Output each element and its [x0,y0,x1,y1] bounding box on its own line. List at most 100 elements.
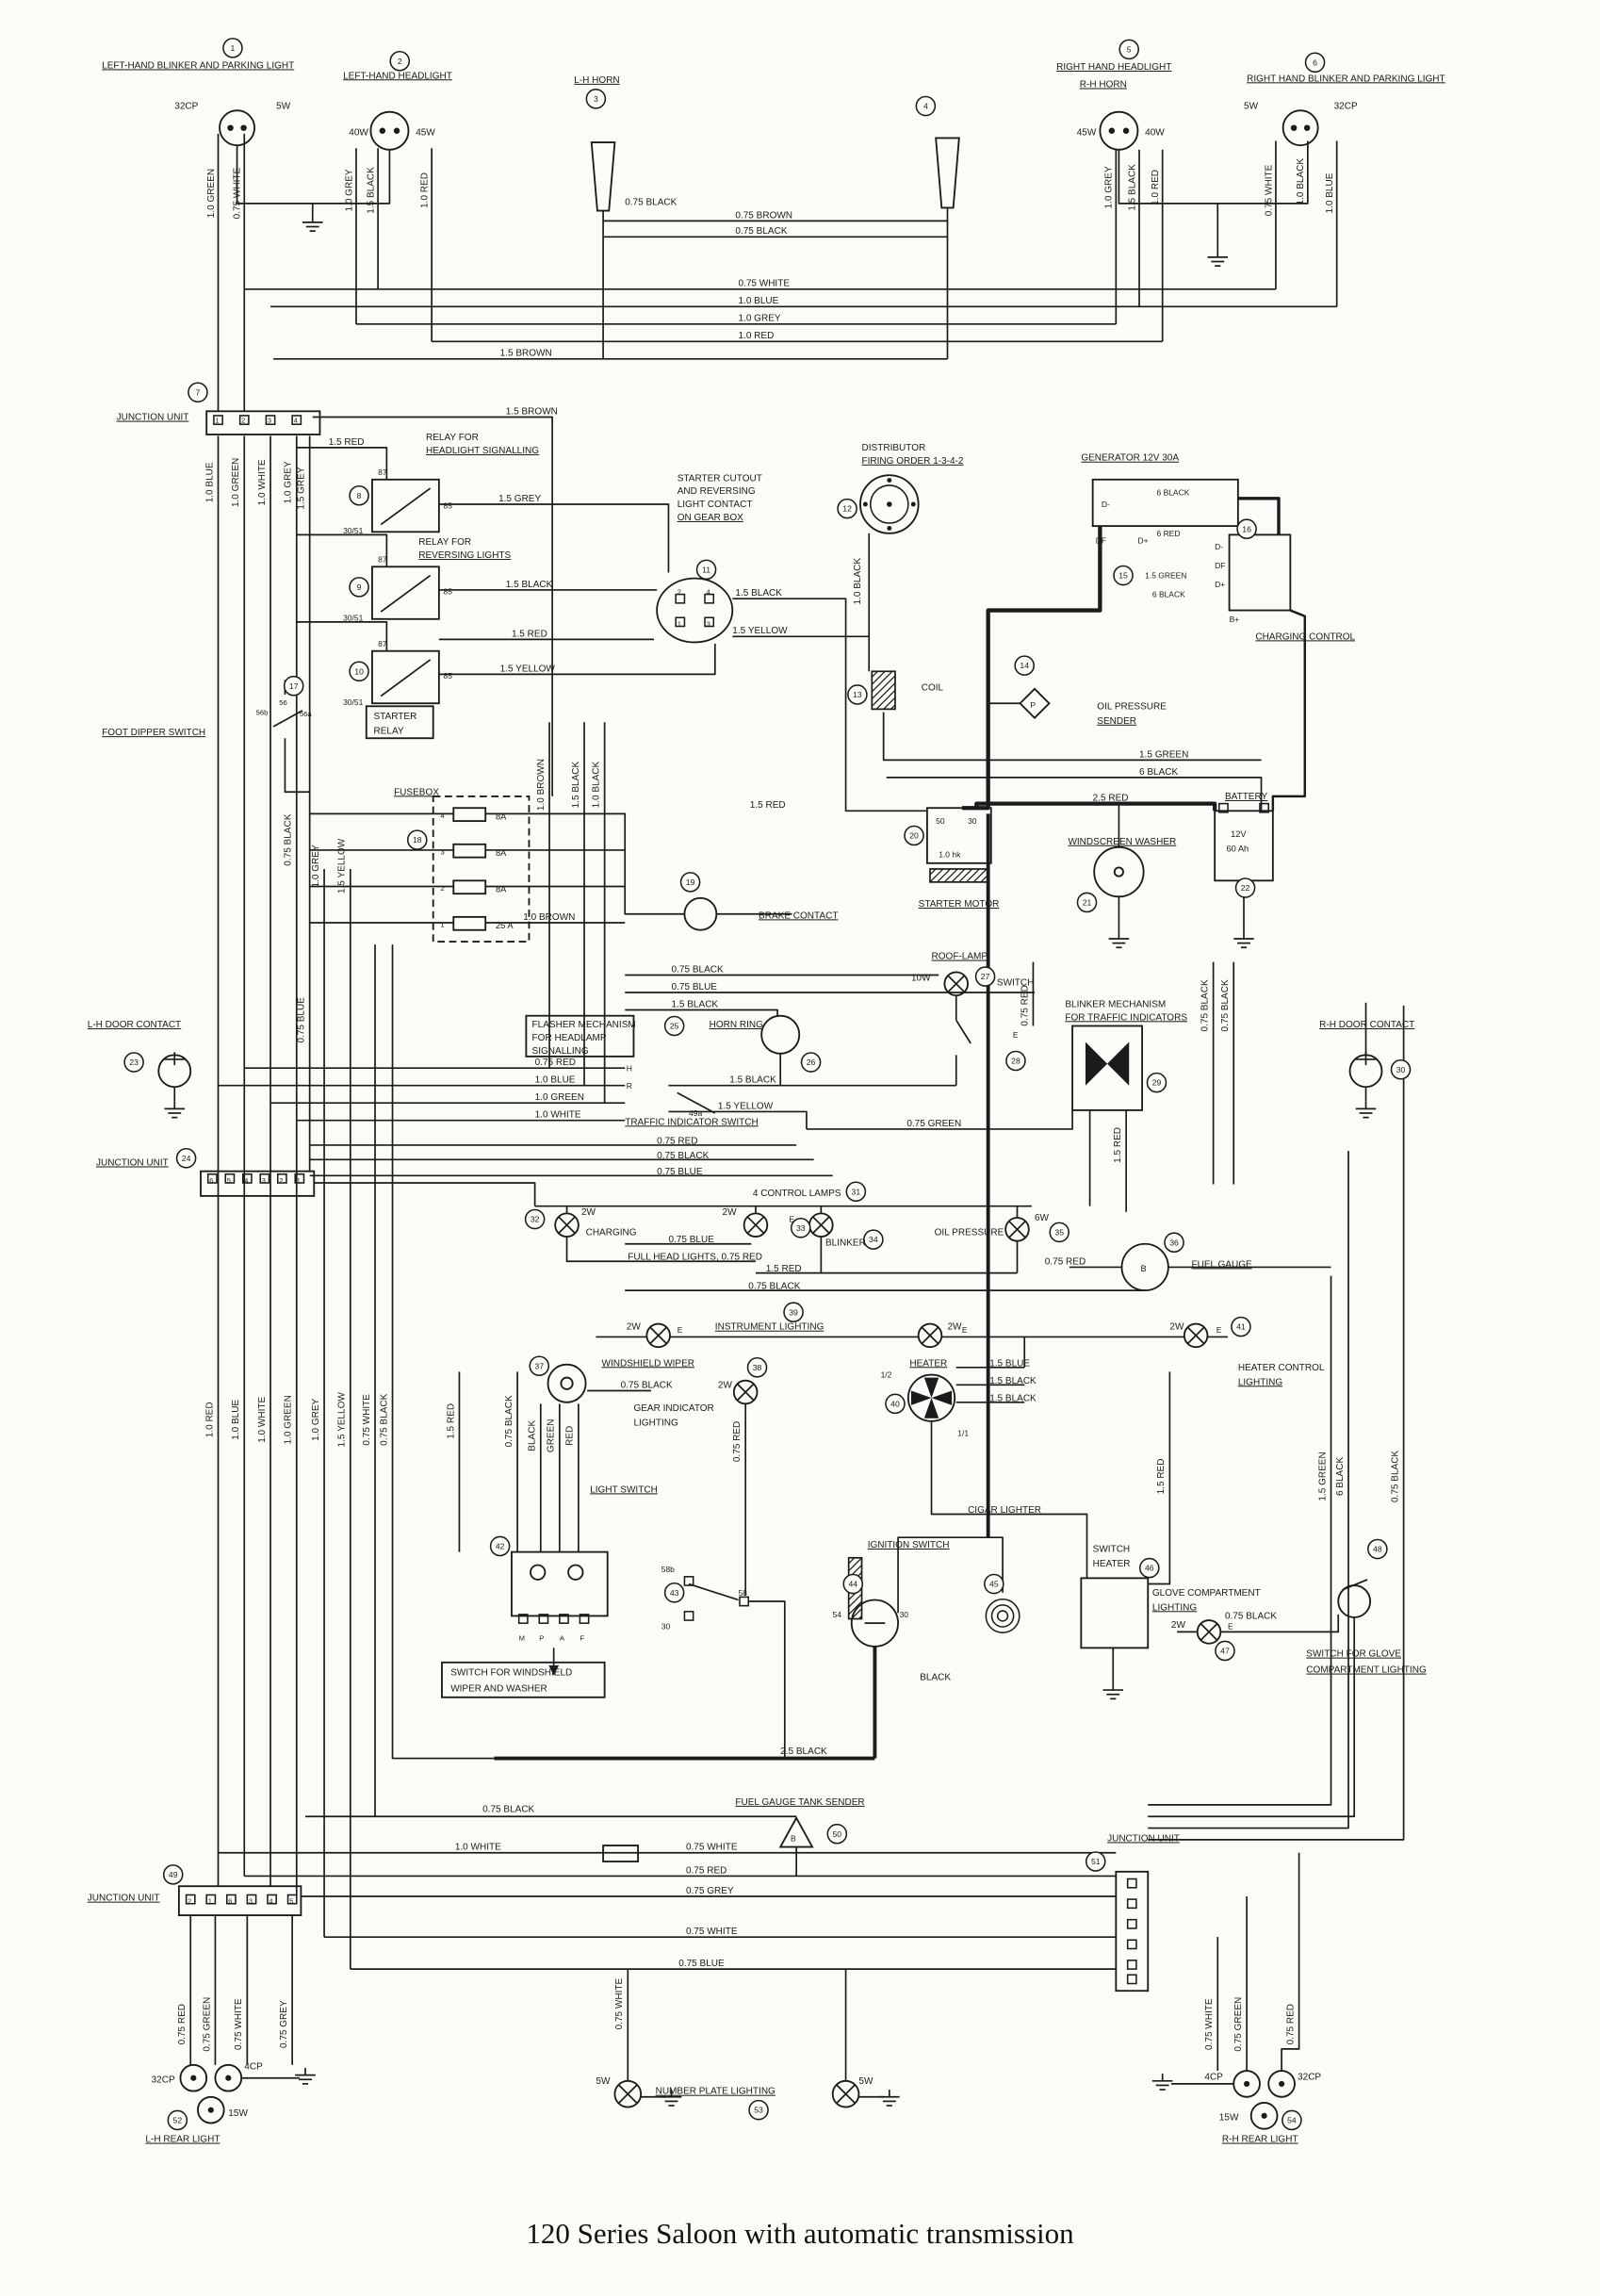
junction-unit-24 [200,1170,316,1197]
component-number: 43 [670,1588,679,1598]
component-number: 31 [852,1187,861,1196]
label: 3 [440,848,444,857]
terminal [704,593,715,604]
wire [296,447,388,480]
heater-switch [1080,1577,1150,1649]
label: 32CP [152,2075,175,2085]
component-number-badge [1005,1050,1026,1072]
wire-segment [929,868,937,876]
label: E [789,1215,794,1224]
label: 15W [1219,2112,1239,2123]
fuel-gauge-body [1120,1242,1169,1292]
component-number: 17 [289,681,299,691]
label: NUMBER PLATE LIGHTING [656,2087,776,2097]
label: 1.5 YELLOW [732,626,788,636]
component-number-badge [349,661,369,682]
component-number: 8 [357,491,362,500]
label: 1.0 BROWN [536,759,547,811]
label: 5W [858,2076,873,2087]
label: 0.75 WHITE [686,1927,738,1937]
label: 1.0 GREY [344,169,354,211]
label: FOR TRAFFIC INDICATORS [1065,1012,1187,1023]
label: 1.5 BLACK [989,1376,1037,1386]
starter-motor [925,807,992,864]
label: 1.5 BROWN [500,349,552,359]
label: 1.5 BROWN [506,406,558,417]
component-number-badge [1164,1232,1184,1254]
component-number-badge [1304,52,1326,74]
label: 0.75 WHITE [1264,164,1274,216]
component-number: 50 [833,1829,842,1839]
terminal [559,1614,569,1624]
label: 1.0 GREY [311,1398,321,1440]
wire-segment [736,1383,755,1402]
bulb-icon [1279,2080,1285,2087]
bulb-icon [190,2075,197,2081]
fan-blade-icon [923,1398,939,1419]
label: 1.5 GREEN [1145,571,1186,581]
wire-segment [921,1326,939,1345]
component-number: 40 [890,1399,900,1408]
label: 56b [256,709,269,717]
label: 1/2 [881,1370,892,1380]
component-number-badge [1236,518,1257,539]
label: 0.75 RED [1045,1256,1086,1267]
label: 1.0 RED [738,331,774,341]
label: 1.0 GREY [738,314,780,324]
label: 8A [496,848,507,858]
component-number-badge [1139,1557,1160,1579]
label: 6 BLACK [1335,1457,1346,1497]
label: 0.75 BROWN [735,210,792,221]
wire [1148,1371,1171,1585]
bulb-icon [1244,2080,1250,2087]
component-number-badge [283,675,304,697]
label: FULL HEAD LIGHTS, 0.75 RED [628,1253,762,1263]
component-number-badge [915,95,937,117]
distributor-icon [887,525,892,531]
wire-segment [851,1608,862,1619]
label: 1.5 BLUE [989,1358,1030,1369]
terminal [1126,1878,1137,1889]
label: 12V [1231,829,1247,839]
label: 0.75 BLACK [735,226,787,237]
label: JUNCTION UNIT [96,1158,169,1169]
wire [438,503,670,573]
label: 3 [707,620,710,629]
wire-segment [836,2084,856,2105]
fusebox [432,795,531,943]
label: 1 [440,921,444,929]
label: 0.75 BLUE [296,997,306,1043]
label: 30/51 [343,613,363,622]
label: 1 [297,1176,301,1185]
label: 1.0 BROWN [523,912,575,923]
label: FOOT DIPPER SWITCH [102,728,205,738]
component-number: 36 [1169,1238,1179,1247]
label: AND REVERSING [678,486,756,497]
wire-segment [812,1216,830,1234]
label: TRAFFIC INDICATOR SWITCH [625,1117,759,1127]
label: 4 [244,1176,248,1185]
label: 1.5 GREY [498,494,541,504]
diagram-caption: 120 Series Saloon with automatic transmi… [526,2217,1074,2250]
label: 30 [900,1610,909,1619]
relay-reversing-lights [371,566,440,620]
bulb-icon [379,127,386,134]
junction-unit-51 [1115,1870,1150,1993]
label: 1.5 RED [446,1403,456,1439]
label: BLACK [920,1672,951,1682]
label: 3 [262,1176,266,1185]
component-number: 14 [1020,661,1029,670]
component-number-badge [1076,892,1098,913]
wire-segment [1200,1623,1218,1641]
label: 2W [1169,1322,1184,1333]
bulb-icon [219,109,255,147]
label: 6W [1035,1213,1050,1223]
wire [438,644,716,676]
component-number-badge [1282,2109,1302,2131]
label: LEFT-HAND HEADLIGHT [343,71,452,81]
component-number-badge [1390,1058,1412,1080]
wire-segment [980,874,989,883]
wire-segment [951,868,966,883]
label: 0.75 RED [177,2004,188,2044]
